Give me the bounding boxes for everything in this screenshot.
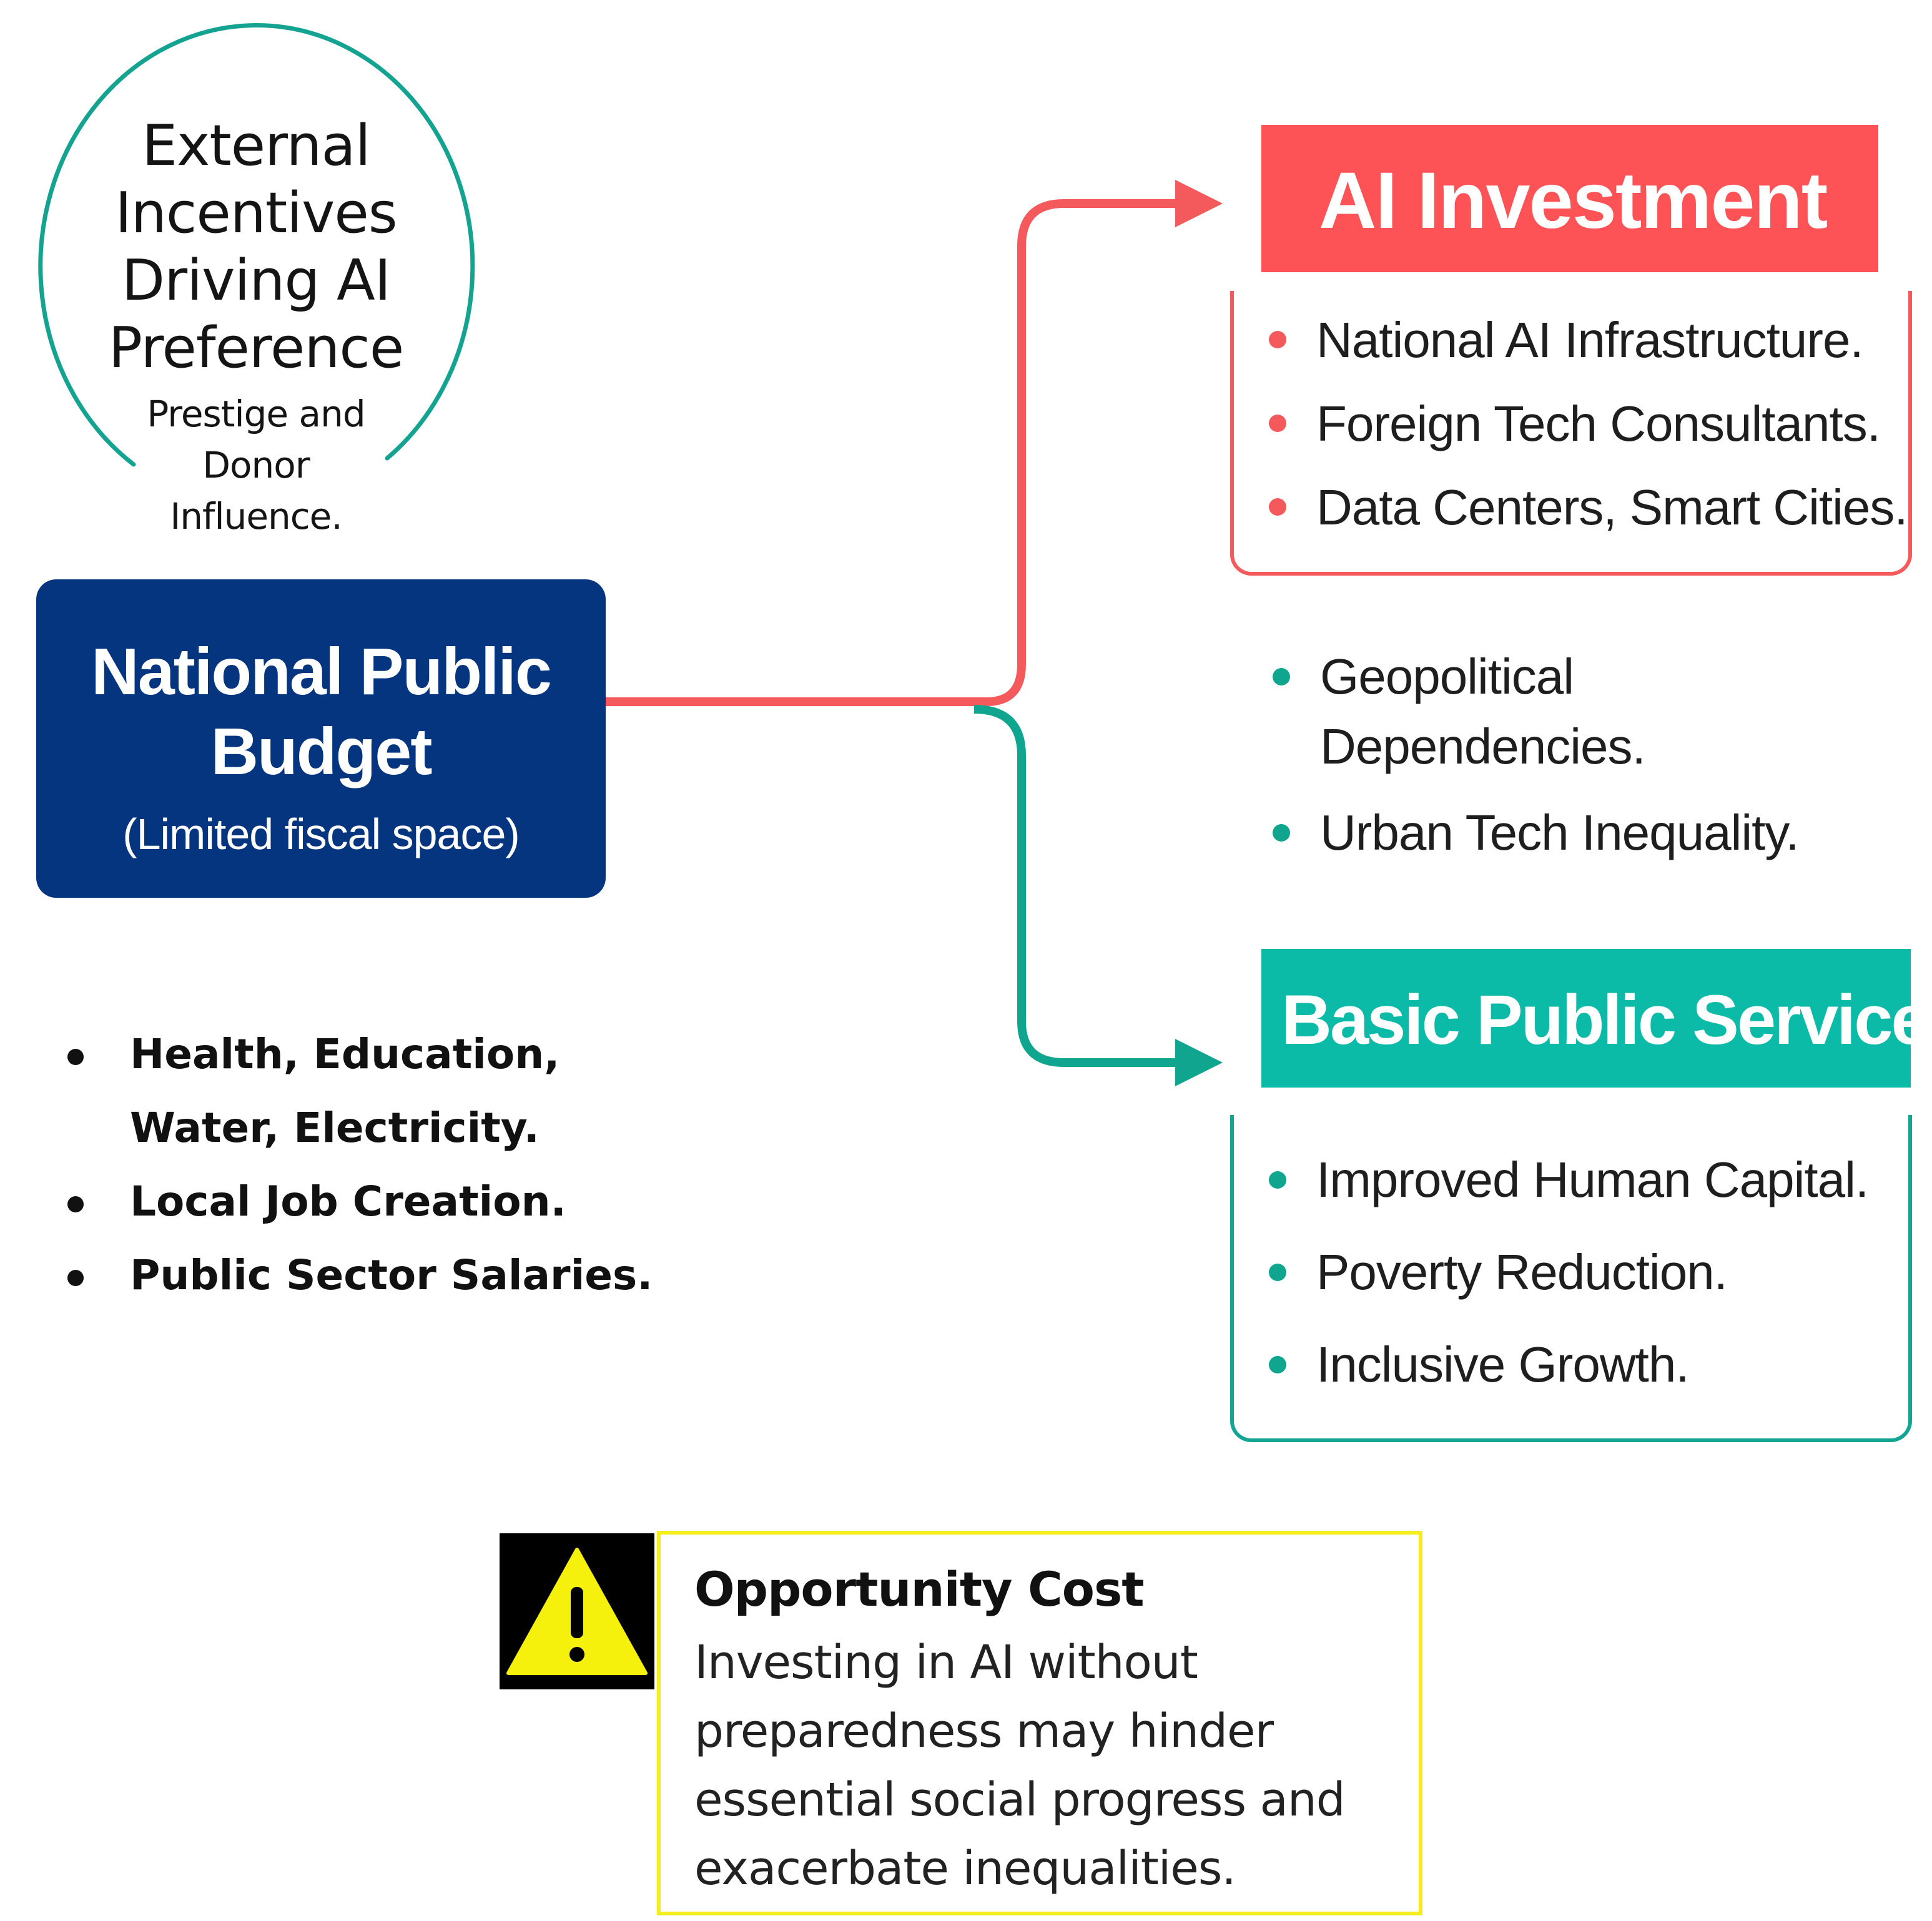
basic-services-header: Basic Public Services: [1261, 949, 1932, 1088]
list-item: Public Sector Salaries.: [62, 1239, 687, 1312]
national-budget-box: National Public Budget (Limited fiscal s…: [36, 579, 606, 898]
budget-subtitle: (Limited fiscal space): [122, 810, 520, 858]
arrowhead-ai: [1175, 180, 1223, 227]
ai-investment-title: AI Investment: [1319, 156, 1828, 245]
list-item: Health, Education, Water, Electricity.: [62, 1018, 604, 1165]
basic-services-title: Basic Public Services: [1281, 981, 1932, 1059]
list-item: Urban Tech Inequality.: [1271, 798, 1800, 868]
list-item: Inclusive Growth.: [1268, 1319, 1868, 1411]
incentive-title: External Incentives Driving AI Preferenc…: [108, 113, 404, 381]
opportunity-cost-text: Investing in AI without preparedness may…: [694, 1636, 1346, 1895]
list-item: Poverty Reduction.: [1268, 1226, 1868, 1319]
ai-investment-list: National AI Infrastructure. Foreign Tech…: [1268, 298, 1908, 549]
list-item: Geopolitical Dependencies.: [1271, 642, 1745, 782]
connector-to-ai: [606, 199, 1175, 706]
list-item: National AI Infrastructure.: [1268, 298, 1908, 382]
warning-box: [500, 1533, 654, 1689]
opportunity-cost-title: Opportunity Cost: [694, 1561, 1145, 1617]
opportunity-cost-box: Opportunity Cost Investing in AI without…: [657, 1531, 1422, 1915]
list-item: Local Job Creation.: [62, 1165, 687, 1239]
basic-services-panel: [1230, 1115, 1912, 1442]
ai-investment-header: AI Investment: [1261, 125, 1878, 272]
list-item: Data Centers, Smart Cities.: [1268, 466, 1908, 549]
list-item: Foreign Tech Consultants.: [1268, 382, 1908, 466]
warning-icon: [506, 1548, 648, 1675]
arrowhead-services: [1175, 1039, 1223, 1086]
left-bullet-list: Health, Education, Water, Electricity. L…: [62, 1018, 687, 1312]
budget-title: National Public Budget: [91, 635, 552, 789]
incentive-subtitle: Prestige and Donor Influence.: [147, 393, 365, 538]
basic-services-list: Improved Human Capital. Poverty Reductio…: [1268, 1134, 1869, 1411]
connector-to-services: [973, 705, 1175, 1067]
list-item: Improved Human Capital.: [1268, 1134, 1869, 1226]
ai-investment-panel: [1230, 291, 1912, 576]
consequence-list: Geopolitical Dependencies. Urban Tech In…: [1271, 642, 1800, 884]
